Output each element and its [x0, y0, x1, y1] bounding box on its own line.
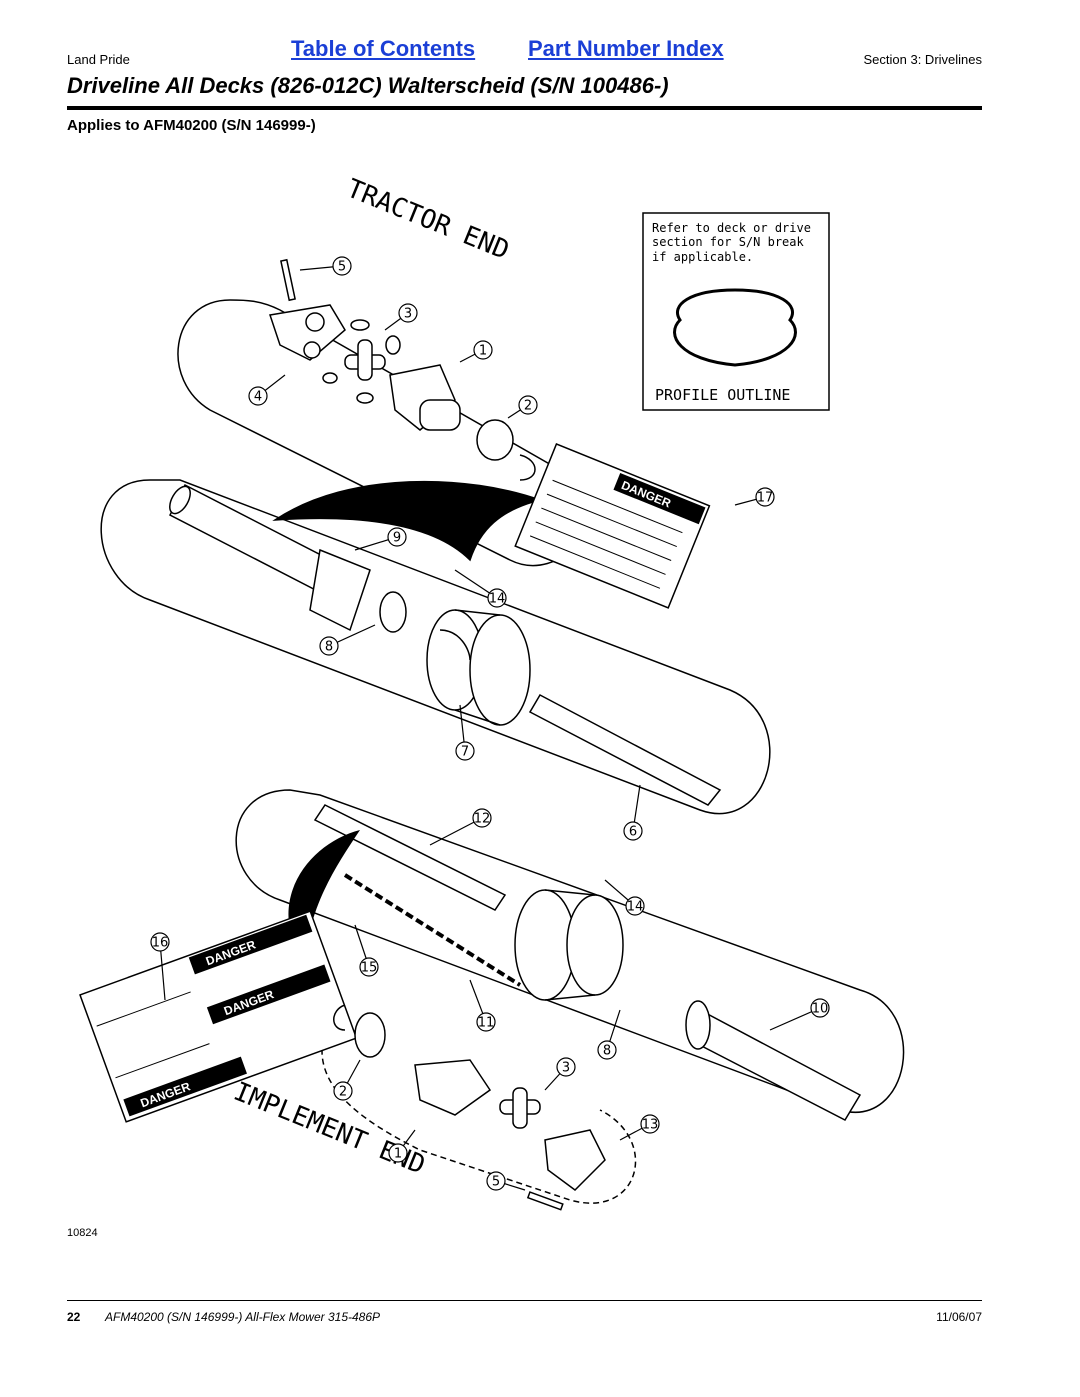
callout-circle — [473, 340, 493, 360]
callout-leader — [429, 817, 483, 846]
callout-number: 11 — [478, 1016, 495, 1031]
callout-circle — [387, 527, 407, 547]
callout-number: 16 — [152, 936, 169, 951]
callout-circle — [518, 395, 538, 415]
tractor-yoke-group-outline — [177, 299, 586, 567]
page-title: Driveline All Decks (826-012C) Waltersch… — [67, 73, 669, 98]
callout-number: 3 — [562, 1061, 570, 1076]
callout-number: 1 — [394, 1147, 402, 1162]
brand-name: Land Pride — [67, 52, 130, 67]
tractor-yoke-part — [269, 258, 536, 481]
outer-tube-lower — [685, 1000, 862, 1121]
inner-tube-upper — [528, 694, 722, 806]
callout-number: 1 — [479, 344, 487, 359]
callout-circle — [486, 1171, 506, 1191]
table-of-contents-link[interactable]: Table of Contents — [291, 36, 476, 61]
callout-circle — [623, 821, 643, 841]
part-number-index-link[interactable]: Part Number Index — [528, 36, 724, 61]
callout-circle — [597, 1040, 617, 1060]
callout-number: 14 — [489, 592, 506, 607]
callout-number: 10 — [812, 1002, 829, 1017]
callout-circle — [810, 998, 830, 1018]
profile-outline-box — [642, 212, 830, 411]
outer-tube-part — [168, 480, 543, 632]
profile-outline-label: PROFILE OUTLINE — [655, 386, 790, 404]
callout-number: 2 — [339, 1085, 347, 1100]
callout-number: 14 — [627, 900, 644, 915]
callout-circle — [319, 636, 339, 656]
callout-number: 2 — [524, 399, 532, 414]
inner-tube-lower — [313, 804, 507, 911]
implement-yoke-group-outline — [321, 1019, 637, 1204]
callout-circle — [150, 932, 170, 952]
callout-number: 6 — [629, 825, 637, 840]
callout-circle — [332, 256, 352, 276]
shield-cone-lower — [514, 889, 624, 1001]
safety-chain — [343, 873, 522, 987]
callout-circle — [398, 303, 418, 323]
footer-description: AFM40200 (S/N 146999-) All-Flex Mower 31… — [105, 1310, 381, 1324]
callout-circle — [556, 1057, 576, 1077]
callout-number: 5 — [492, 1175, 500, 1190]
profile-note-line2: section for S/N break — [652, 235, 804, 249]
page-number: 22 — [67, 1310, 81, 1324]
callout-circle — [755, 487, 775, 507]
callout-circle — [476, 1012, 496, 1032]
shield-cone-upper — [426, 609, 531, 726]
callout-circle — [388, 1143, 408, 1163]
callout-circle — [472, 808, 492, 828]
callout-number: 4 — [254, 390, 262, 405]
callout-number: 9 — [393, 531, 401, 546]
callout-number: 15 — [361, 961, 378, 976]
figure-id: 10824 — [67, 1227, 98, 1239]
profile-note-line3: if applicable. — [652, 250, 753, 264]
applies-to-heading: Applies to AFM40200 (S/N 146999-) — [67, 117, 316, 134]
callout-circle — [487, 588, 507, 608]
footer-rule — [67, 1300, 982, 1301]
callout-circle — [359, 957, 379, 977]
assembly-arrow — [288, 830, 360, 930]
callout-circle — [455, 741, 475, 761]
title-rule — [67, 106, 982, 110]
callout-number: 17 — [757, 491, 774, 506]
bearing-ring-part — [379, 591, 407, 633]
section-label: Section 3: Drivelines — [863, 52, 983, 67]
outer-tube-group-outline — [100, 479, 771, 815]
callout-number: 8 — [325, 640, 333, 655]
callout-number: 8 — [603, 1044, 611, 1059]
callout-number: 13 — [642, 1118, 659, 1133]
profile-note-line1: Refer to deck or drive — [652, 221, 811, 235]
callout-number: 3 — [404, 307, 412, 322]
callout-number: 5 — [338, 260, 346, 275]
callout-circle — [333, 1081, 353, 1101]
footer-date: 11/06/07 — [936, 1310, 982, 1324]
callout-leader — [159, 941, 166, 1001]
profile-shape — [673, 288, 797, 367]
callout-circle — [625, 896, 645, 916]
callout-number: 7 — [461, 745, 469, 760]
callout-circle — [248, 386, 268, 406]
callout-circle — [640, 1114, 660, 1134]
implement-yoke-part — [333, 1004, 606, 1211]
callout-number: 12 — [474, 812, 491, 827]
